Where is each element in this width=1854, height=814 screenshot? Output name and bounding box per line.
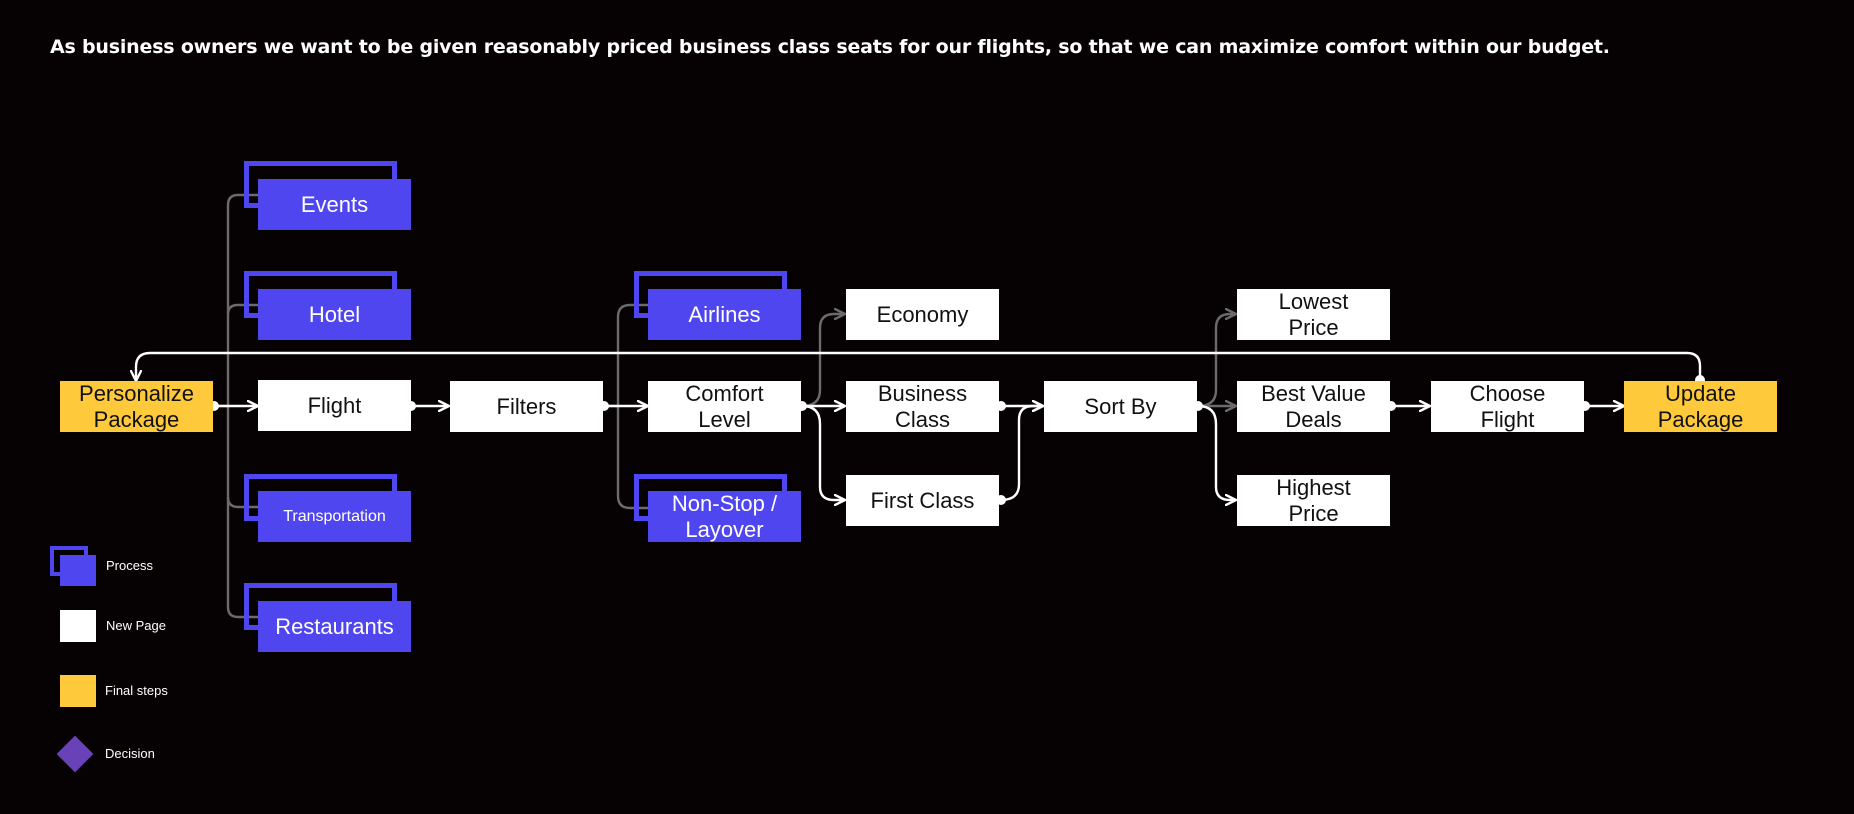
filters-node[interactable]: Filters bbox=[450, 381, 603, 432]
first-class-node[interactable]: First Class bbox=[846, 475, 999, 526]
comfort-level-label: Comfort Level bbox=[685, 380, 764, 432]
secondary-connectors bbox=[214, 193, 1236, 619]
comfort-level-node[interactable]: Comfort Level bbox=[648, 381, 801, 432]
nonstop-layover-label: Non-Stop / Layover bbox=[671, 490, 778, 542]
choose-flight-node[interactable]: Choose Flight bbox=[1431, 381, 1584, 432]
legend-process-swatch bbox=[60, 555, 96, 586]
legend-final-steps-label: Final steps bbox=[105, 683, 168, 698]
lowest-price-node[interactable]: Lowest Price bbox=[1237, 289, 1390, 340]
highest-price-node[interactable]: Highest Price bbox=[1237, 475, 1390, 526]
economy-node[interactable]: Economy bbox=[846, 289, 999, 340]
events-node[interactable]: Events bbox=[258, 179, 411, 230]
airlines-node[interactable]: Airlines bbox=[648, 289, 801, 340]
legend-final-steps-swatch bbox=[60, 675, 96, 707]
legend-new-page-label: New Page bbox=[106, 618, 166, 633]
legend-process-label: Process bbox=[106, 558, 153, 573]
best-value-deals-label: Best Value Deals bbox=[1261, 380, 1366, 432]
nonstop-layover-node[interactable]: Non-Stop / Layover bbox=[648, 491, 801, 542]
transportation-node[interactable]: Transportation bbox=[258, 491, 411, 542]
restaurants-node[interactable]: Restaurants bbox=[258, 601, 411, 652]
page-title: As business owners we want to be given r… bbox=[50, 36, 1610, 58]
legend-decision-label: Decision bbox=[105, 746, 155, 761]
update-package-node[interactable]: Update Package bbox=[1624, 381, 1777, 432]
hotel-node[interactable]: Hotel bbox=[258, 289, 411, 340]
flight-node[interactable]: Flight bbox=[258, 380, 411, 431]
lowest-price-label: Lowest Price bbox=[1278, 288, 1349, 340]
best-value-deals-node[interactable]: Best Value Deals bbox=[1237, 381, 1390, 432]
choose-flight-label: Choose Flight bbox=[1469, 380, 1546, 432]
personalize-package-label: Personalize Package bbox=[79, 380, 194, 432]
main-connectors bbox=[136, 351, 1702, 500]
sort-by-node[interactable]: Sort By bbox=[1044, 381, 1197, 432]
business-class-node[interactable]: Business Class bbox=[846, 381, 999, 432]
update-package-label: Update Package bbox=[1657, 380, 1744, 432]
highest-price-label: Highest Price bbox=[1276, 474, 1351, 526]
business-class-label: Business Class bbox=[877, 380, 968, 432]
legend-new-page-swatch bbox=[60, 610, 96, 642]
personalize-package-node[interactable]: Personalize Package bbox=[60, 381, 213, 432]
